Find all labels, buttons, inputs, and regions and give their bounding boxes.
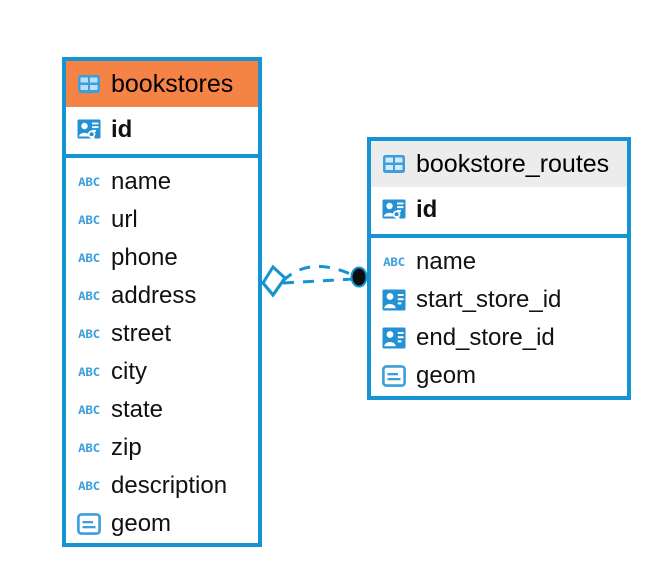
field-row-street[interactable]: ABC street <box>66 315 258 353</box>
field-row-state[interactable]: ABC state <box>66 391 258 429</box>
entity-header-bookstores[interactable]: bookstores <box>66 61 258 107</box>
field-label: street <box>111 320 172 347</box>
field-label: city <box>111 358 147 385</box>
field-row-end-store-id[interactable]: end_store_id <box>371 319 627 357</box>
geometry-icon <box>381 363 407 389</box>
entity-title: bookstores <box>111 69 234 98</box>
field-row-city[interactable]: ABC city <box>66 353 258 391</box>
field-label: state <box>111 396 164 423</box>
field-row-zip[interactable]: ABC zip <box>66 429 258 467</box>
field-list-bookstore-routes: ABC name start_store_id <box>371 238 627 401</box>
connector-line-upper <box>281 265 358 283</box>
text-abc-icon: ABC <box>78 326 100 341</box>
field-label: phone <box>111 244 178 271</box>
field-label: description <box>111 472 228 499</box>
field-label: name <box>416 248 477 275</box>
table-icon <box>76 71 102 97</box>
connector-endpoint-diamond-tail <box>261 277 287 298</box>
entity-bookstores[interactable]: bookstores id <box>62 57 262 547</box>
text-abc-icon: ABC <box>78 478 100 493</box>
field-label: end_store_id <box>416 324 555 351</box>
field-label: id <box>111 116 133 143</box>
text-abc-icon: ABC <box>78 364 100 379</box>
entity-header-bookstore-routes[interactable]: bookstore_routes <box>371 141 627 187</box>
field-row-phone[interactable]: ABC phone <box>66 239 258 277</box>
field-label: zip <box>111 434 142 461</box>
geometry-icon <box>76 511 102 537</box>
text-abc-icon: ABC <box>78 288 100 303</box>
field-row-address[interactable]: ABC address <box>66 277 258 315</box>
field-row-id[interactable]: id <box>371 191 627 229</box>
field-row-description[interactable]: ABC description <box>66 467 258 505</box>
field-row-start-store-id[interactable]: start_store_id <box>371 281 627 319</box>
field-row-geom[interactable]: geom <box>66 505 258 543</box>
field-row-url[interactable]: ABC url <box>66 201 258 239</box>
field-label: url <box>111 206 138 233</box>
field-label: geom <box>111 510 172 537</box>
field-label: id <box>416 196 438 223</box>
primary-key-block: id <box>371 187 627 238</box>
text-abc-icon: ABC <box>78 402 100 417</box>
text-abc-icon: ABC <box>78 250 100 265</box>
field-label: name <box>111 168 172 195</box>
field-list-bookstores: ABC name ABC url ABC phone ABC <box>66 158 258 549</box>
field-row-geom[interactable]: geom <box>371 357 627 395</box>
field-row-name[interactable]: ABC name <box>66 163 258 201</box>
primary-key-icon <box>76 117 102 143</box>
connector-line-lower <box>282 277 356 285</box>
text-abc-icon: ABC <box>78 174 100 189</box>
field-row-name[interactable]: ABC name <box>371 243 627 281</box>
field-row-id[interactable]: id <box>66 111 258 149</box>
foreign-key-icon <box>381 325 407 351</box>
primary-key-block: id <box>66 107 258 158</box>
text-abc-icon: ABC <box>78 440 100 455</box>
connector-endpoint-circle <box>350 266 368 288</box>
field-label: address <box>111 282 197 309</box>
field-label: start_store_id <box>416 286 562 313</box>
field-label: geom <box>416 362 477 389</box>
text-abc-icon: ABC <box>78 212 100 227</box>
entity-title: bookstore_routes <box>416 149 610 178</box>
entity-bookstore-routes[interactable]: bookstore_routes <box>367 137 631 400</box>
primary-key-icon <box>381 197 407 223</box>
foreign-key-icon <box>381 287 407 313</box>
table-icon <box>381 151 407 177</box>
text-abc-icon: ABC <box>383 254 405 269</box>
